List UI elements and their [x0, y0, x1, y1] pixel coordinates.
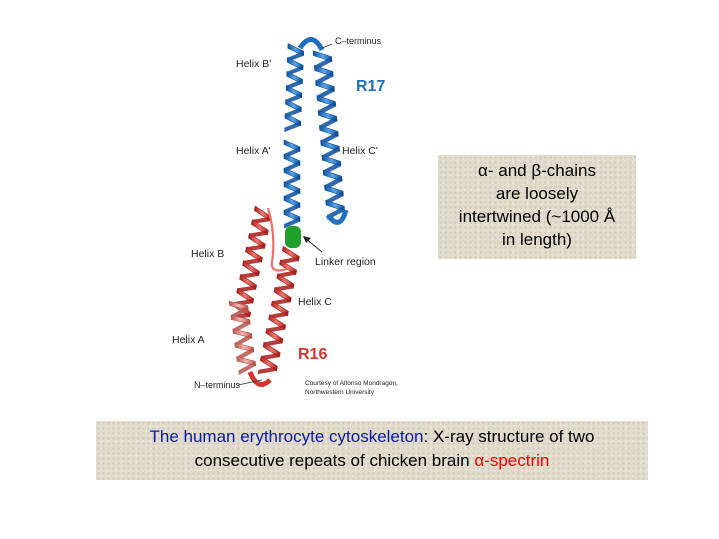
helix-c-ribbon [257, 245, 300, 375]
beta-symbol: β [531, 161, 542, 180]
helix-turn [285, 85, 303, 99]
alpha-symbol: α [478, 161, 488, 180]
info-line-1: α- and β-chains [438, 159, 636, 182]
helix-turn [273, 286, 292, 303]
helix-a-prime-label: Helix A' [236, 145, 271, 157]
info-line-1-mid: - and [487, 161, 532, 180]
helix-turn [324, 184, 344, 197]
r16-label: R16 [298, 346, 328, 363]
r17-bottom-loop [325, 209, 349, 225]
helix-turn [321, 154, 342, 167]
c-terminus-label: C–terminus [335, 36, 382, 46]
info-line-2: are loosely [495, 184, 579, 203]
helix-turn [236, 356, 257, 367]
helix-b-prime-ribbon [284, 43, 305, 133]
helix-turn [265, 328, 284, 344]
courtesy-line-2: Northwestern University [305, 389, 374, 396]
helix-turn [322, 169, 343, 182]
caption-alpha: α [474, 451, 485, 470]
r16-loop [266, 207, 291, 272]
caption-title: The human erythrocyte cytoskeleton [149, 427, 424, 446]
helix-a-label: Helix A [172, 334, 205, 346]
helix-c-prime-ribbon [312, 50, 346, 220]
info-line-4: in length) [502, 230, 572, 249]
helix-a-prime-ribbon [283, 139, 301, 229]
helix-c-label: Helix C [298, 296, 332, 308]
n-terminus-label: N–terminus [194, 380, 241, 390]
helix-turn [320, 140, 340, 152]
helix-turn [276, 273, 295, 289]
courtesy-line-1: Courtesy of Alfonso Mondragón, [305, 380, 398, 387]
caption-line-1: The human erythrocyte cytoskeleton: X-ra… [96, 425, 648, 449]
linker-arrow-head [303, 236, 311, 243]
helix-turn-back [284, 217, 300, 229]
helix-b-label: Helix B [191, 248, 225, 260]
helix-turn [245, 246, 263, 263]
caption-box: The human erythrocyte cytoskeleton: X-ra… [96, 421, 648, 480]
helix-turn [313, 65, 334, 77]
caption-line-2-start: consecutive repeats of chicken brain [194, 451, 475, 470]
helix-turn [285, 99, 302, 113]
helix-turn [315, 80, 335, 92]
r16-bottom-loop [247, 370, 272, 387]
n-terminus-leader [237, 379, 263, 386]
info-line-3: intertwined (~1000 Å [458, 207, 616, 226]
helix-turn [268, 314, 287, 331]
helix-turn [230, 314, 251, 325]
helix-turn [312, 50, 333, 62]
helix-turn-back [257, 366, 278, 375]
helix-b-prime-label: Helix B' [236, 58, 272, 70]
spectrin-structure-illustration [228, 37, 349, 387]
helix-turn [281, 245, 300, 262]
helix-turn [239, 274, 258, 291]
linker-region-label: Linker region [315, 256, 376, 268]
r17-top-loop [297, 37, 325, 52]
linker-segment [285, 226, 301, 248]
helix-turn [232, 328, 253, 339]
info-line-1-end: -chains [541, 161, 596, 180]
helix-turn [242, 260, 260, 277]
helix-c-prime-label: Helix C' [342, 145, 378, 157]
caption-line-1-rest: : X-ray structure of two [423, 427, 595, 446]
helix-turn [270, 300, 289, 317]
helix-turn-back [238, 361, 256, 376]
helix-turn [319, 125, 339, 137]
r17-label: R17 [356, 78, 386, 95]
helix-turn-back [284, 121, 301, 133]
info-box: α- and β-chains are loosely intertwined … [438, 155, 636, 259]
caption-line-2: consecutive repeats of chicken brain α-s… [96, 449, 648, 473]
helix-turn [259, 355, 278, 372]
caption-spectrin: -spectrin [484, 451, 550, 470]
c-terminus-leader [321, 43, 333, 49]
helix-a-ribbon [228, 300, 257, 376]
